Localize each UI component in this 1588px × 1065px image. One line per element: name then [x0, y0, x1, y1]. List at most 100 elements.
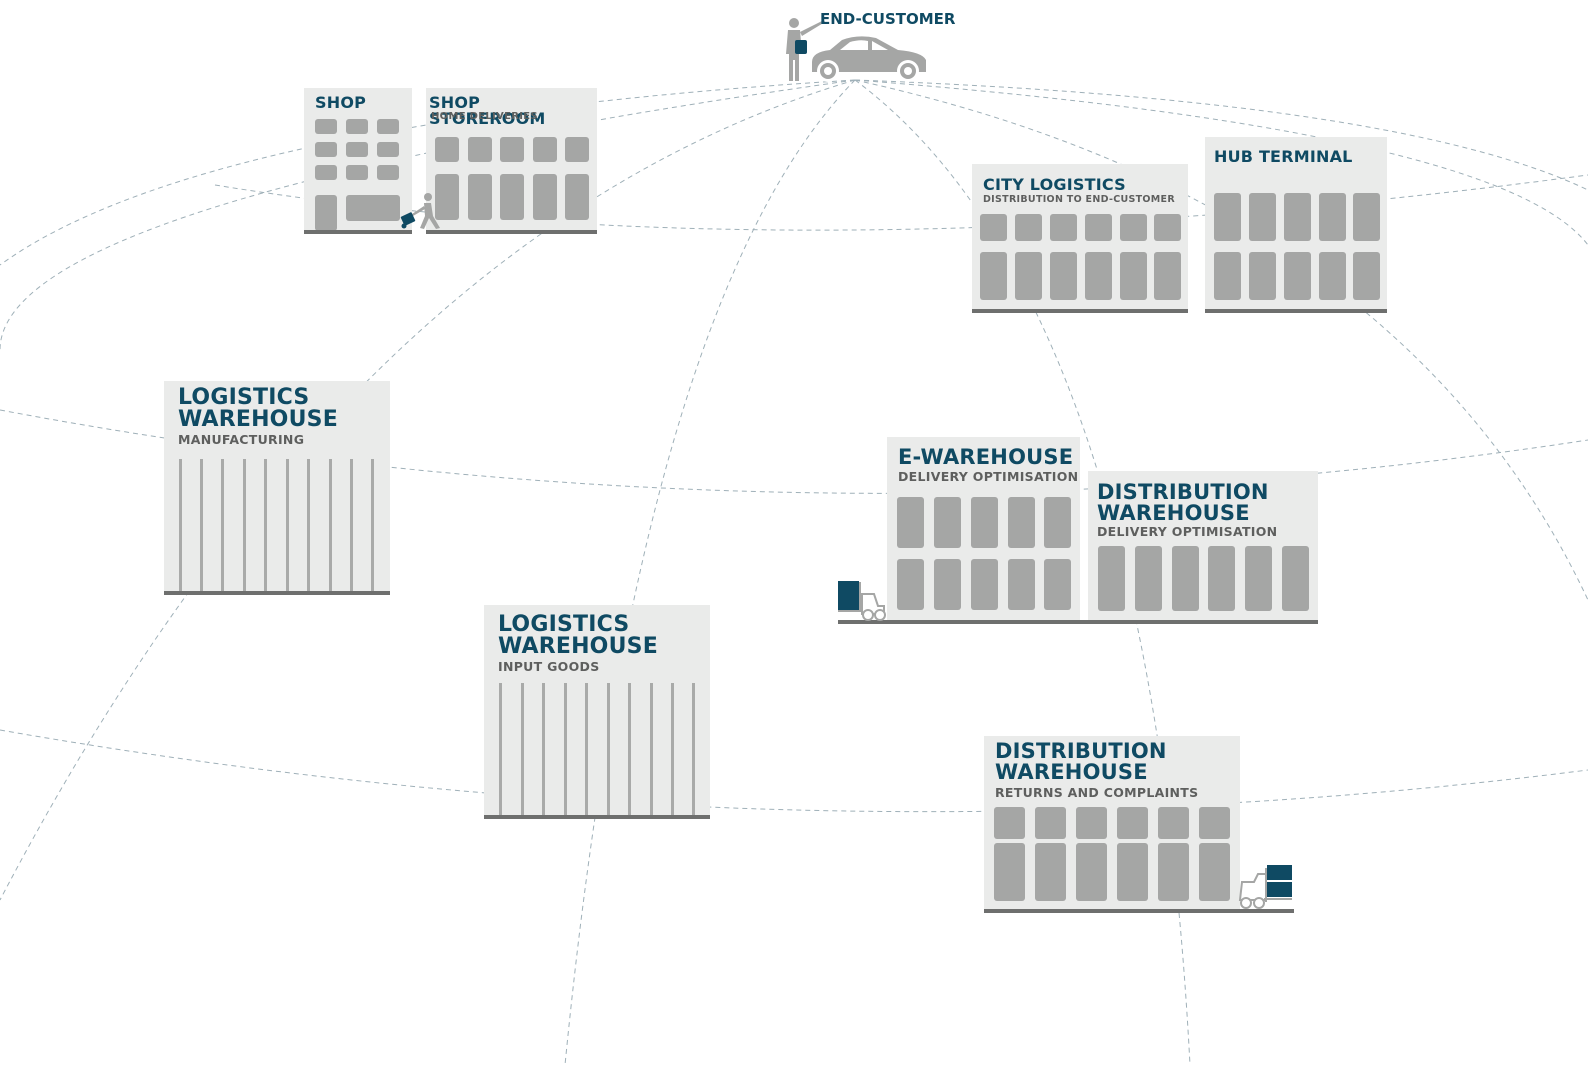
rack-bar	[585, 683, 588, 815]
bay-tile	[1353, 193, 1380, 241]
window-tile	[1120, 214, 1147, 241]
bay-tile	[1044, 497, 1071, 548]
distribution-returns-title-line2: WAREHOUSE	[995, 760, 1148, 784]
bay-tile	[1117, 843, 1148, 901]
bay-tile	[971, 559, 998, 610]
bay-tile	[1319, 252, 1346, 300]
shop-storeroom-title: SHOP STOREROOM	[429, 93, 546, 128]
building-base	[164, 591, 390, 595]
logistics-manufacturing-subtitle: MANUFACTURING	[178, 432, 305, 447]
bay-tile	[1085, 252, 1112, 300]
window-tile	[377, 142, 399, 157]
bay-tile	[1154, 252, 1181, 300]
window-tile	[315, 119, 337, 134]
logistics-manufacturing-title-line1: LOGISTICS	[178, 385, 310, 410]
shop-storeroom-building: SHOP STOREROOM HOME DELIVERIES	[426, 88, 597, 234]
window-tile	[435, 137, 459, 162]
distribution-returns-subtitle: RETURNS AND COMPLAINTS	[995, 785, 1199, 800]
person-with-car-icon	[786, 18, 926, 82]
rack-bar	[692, 683, 695, 815]
person-with-trolley-icon	[400, 193, 440, 229]
logistics-input-title-line1: LOGISTICS	[498, 612, 630, 637]
bay-tile	[1050, 252, 1077, 300]
end-customer-label: END-CUSTOMER	[820, 10, 956, 28]
bay-tile	[1249, 193, 1276, 241]
grid-meridian	[0, 79, 856, 901]
bay-tile	[1172, 546, 1199, 611]
bay-tile	[1008, 497, 1035, 548]
window-tile	[1158, 807, 1189, 839]
window-tile	[1050, 214, 1077, 241]
rack-bar	[564, 683, 567, 815]
grid-meridian	[854, 79, 1588, 246]
building-base	[1205, 309, 1387, 313]
logistics-input-subtitle: INPUT GOODS	[498, 659, 600, 674]
bay-tile	[1120, 252, 1147, 300]
window-tile	[533, 137, 557, 162]
logistics-warehouse-manufacturing: LOGISTICS WAREHOUSE MANUFACTURING	[164, 381, 390, 595]
bay-tile	[971, 497, 998, 548]
bay-tile	[1035, 843, 1066, 901]
warehouse-base-line	[984, 909, 1294, 913]
bay-tile	[1135, 546, 1162, 611]
bay-tile	[1015, 252, 1042, 300]
bay-tile	[897, 497, 924, 548]
grid-meridian	[0, 79, 856, 351]
bay-tile	[1158, 843, 1189, 901]
rack-bar	[521, 683, 524, 815]
window-tile	[1035, 807, 1066, 839]
rack-bar	[350, 459, 353, 591]
warehouse-base-line	[838, 620, 1318, 624]
e-warehouse-title: E-WAREHOUSE	[898, 445, 1074, 469]
door-tile	[315, 195, 337, 231]
bay-tile	[1353, 252, 1380, 300]
bay-tile	[533, 174, 557, 220]
bay-tile	[897, 559, 924, 610]
bay-tile	[1098, 546, 1125, 611]
window-tile	[377, 119, 399, 134]
rack-bar	[179, 459, 182, 591]
rack-bar	[628, 683, 631, 815]
building-base	[426, 230, 597, 234]
bay-tile	[934, 559, 961, 610]
logistics-input-title-line2: WAREHOUSE	[498, 634, 658, 659]
window-tile	[315, 142, 337, 157]
bay-tile	[1008, 559, 1035, 610]
bay-tile	[1214, 252, 1241, 300]
bay-tile	[1282, 546, 1309, 611]
shop-title: SHOP	[315, 93, 367, 112]
rack-bar	[243, 459, 246, 591]
distribution-returns-title-line1: DISTRIBUTION	[995, 739, 1167, 763]
window-tile	[346, 119, 368, 134]
rack-bar	[264, 459, 267, 591]
bay-tile	[1284, 252, 1311, 300]
forklift-icon	[838, 581, 886, 621]
distribution-optimisation-title-line2: WAREHOUSE	[1097, 501, 1250, 525]
shop-window-tile	[346, 195, 400, 221]
shop-storeroom-subtitle: HOME DELIVERIES	[431, 111, 538, 122]
bay-tile	[1044, 559, 1071, 610]
window-tile	[500, 137, 524, 162]
bay-tile	[500, 174, 524, 220]
window-tile	[315, 165, 337, 180]
rack-bar	[371, 459, 374, 591]
city-logistics-title: CITY LOGISTICS	[983, 175, 1126, 194]
distribution-warehouse-optimisation: DISTRIBUTION WAREHOUSE DELIVERY OPTIMISA…	[1088, 471, 1318, 621]
bay-tile	[1076, 843, 1107, 901]
e-warehouse-building: E-WAREHOUSE DELIVERY OPTIMISATION	[887, 437, 1080, 621]
window-tile	[468, 137, 492, 162]
bay-tile	[468, 174, 492, 220]
grid-meridian	[564, 79, 856, 1065]
building-base	[484, 815, 710, 819]
e-warehouse-subtitle: DELIVERY OPTIMISATION	[898, 469, 1079, 484]
logistics-warehouse-input-goods: LOGISTICS WAREHOUSE INPUT GOODS	[484, 605, 710, 819]
city-logistics-building: CITY LOGISTICS DISTRIBUTION TO END-CUSTO…	[972, 164, 1188, 313]
window-tile	[1117, 807, 1148, 839]
rack-bar	[650, 683, 653, 815]
bay-tile	[1208, 546, 1235, 611]
bay-tile	[565, 174, 589, 220]
rack-bar	[671, 683, 674, 815]
logistics-manufacturing-title-line2: WAREHOUSE	[178, 407, 338, 432]
distribution-optimisation-subtitle: DELIVERY OPTIMISATION	[1097, 524, 1278, 539]
